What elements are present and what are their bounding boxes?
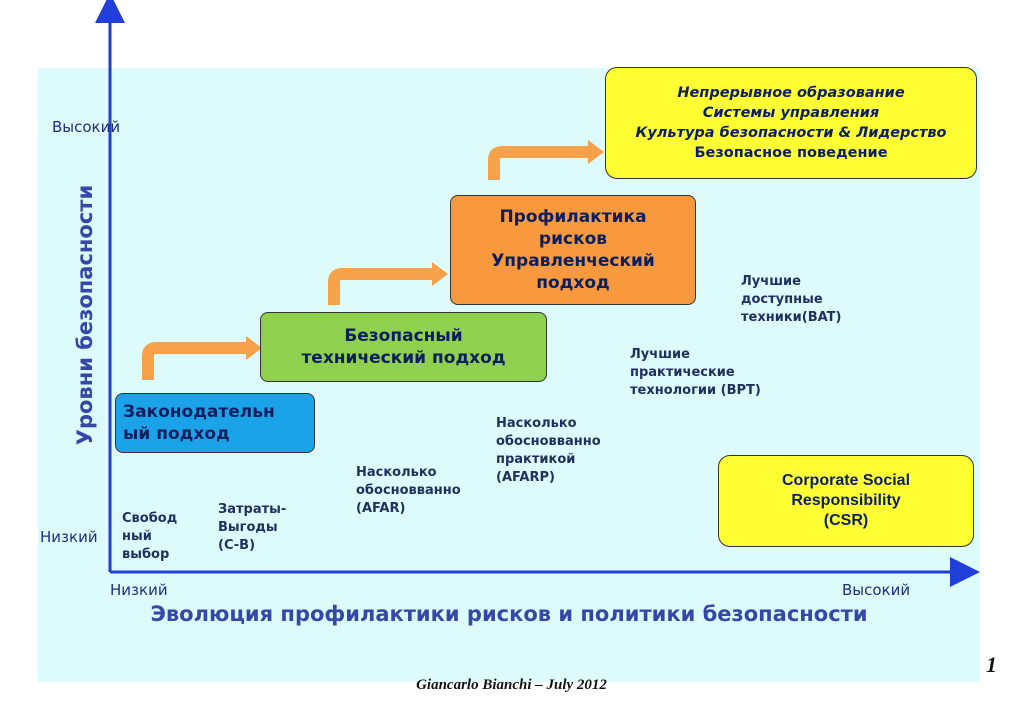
x-high-label: Высокий	[842, 581, 911, 599]
diagram-title: Эволюция профилактики рисков и политики …	[150, 602, 868, 626]
free-choice-note: Свобод ный выбор	[122, 511, 178, 562]
afarp-note: Насколько обосновванно практикой (AFARP)	[496, 416, 601, 485]
bat-note: Лучшие доступные техники(BAT)	[741, 274, 842, 325]
afar-note: Насколько обосновванно (AFAR)	[356, 465, 461, 516]
step-arrow-2	[328, 262, 448, 305]
cost-benefit-note: Затраты- Выгоды (C-B)	[218, 502, 287, 553]
managerial-approach-box: Профилактика рисков Управленческий подхо…	[450, 195, 696, 305]
page-number: 1	[986, 652, 997, 677]
x-low-label: Низкий	[110, 581, 168, 599]
y-low-label: Низкий	[40, 528, 98, 546]
y-axis-title: Уровни безопасности	[73, 184, 97, 446]
y-high-label: Высокий	[52, 118, 121, 136]
author-footer: Giancarlo Bianchi – July 2012	[416, 677, 607, 693]
step-arrow-1	[142, 336, 262, 380]
bpt-note: Лучшие практические технологии (BPT)	[630, 347, 761, 398]
csr-box: Corporate Social Responsibility (CSR)	[718, 455, 974, 547]
step-arrow-3	[488, 140, 604, 180]
safety-culture-box: Непрерывное образование Системы управлен…	[605, 67, 977, 179]
legislative-approach-box: Законодательн ый подход	[115, 393, 315, 453]
technical-approach-box: Безопасный технический подход	[260, 312, 547, 382]
